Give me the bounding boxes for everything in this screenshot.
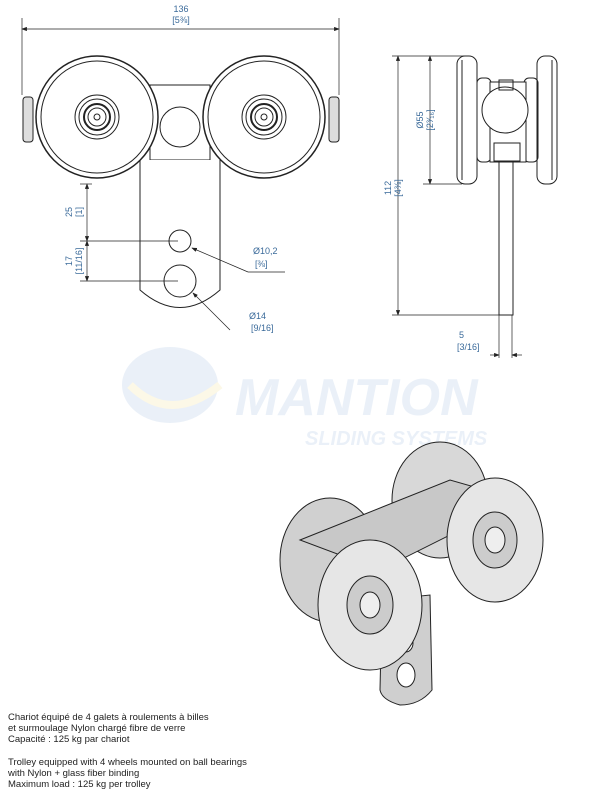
plate-thickness: 5 [459,330,464,340]
dim-17-inch: [11/16] [74,248,84,275]
description-line: Chariot équipé de 4 galets à roulements … [8,712,209,723]
description-line: Trolley equipped with 4 wheels mounted o… [8,757,247,768]
large-hole-diameter: Ø14 [249,311,266,321]
large-hole-diameter-inch: [9/16] [251,323,274,333]
description-line: with Nylon + glass fiber binding [8,768,140,779]
front-view [21,18,340,331]
height-dimension-inch: [4⅜] [393,179,403,197]
width-dimension: 136 [173,4,188,14]
height-dimension: 112 [383,181,393,195]
dim-25: 25 [64,207,74,217]
description-fr: Chariot équipé de 4 galets à roulements … [8,712,209,745]
wheel-diameter-inch: [2³⁄₁₆] [425,109,435,130]
plate-thickness-inch: [3/16] [457,342,480,352]
small-hole-diameter-inch: [⅜] [255,259,268,269]
watermark-logo: MANTION SLIDING SYSTEMS [122,347,488,450]
dim-17: 17 [64,256,74,266]
trolley-3d-view [279,441,544,706]
dim-25-inch: [1] [74,207,84,217]
side-view [392,55,558,358]
left-wheel [35,55,159,179]
description-line: Capacité : 125 kg par chariot [8,734,130,745]
watermark-tagline: SLIDING SYSTEMS [305,428,488,450]
right-wheel [202,55,326,179]
wheel-diameter: Ø55 [415,111,425,128]
watermark-brand: MANTION [235,369,479,427]
description-line: et surmoulage Nylon chargé fibre de verr… [8,723,186,734]
width-dimension-inch: [5⅜] [172,15,190,25]
description-line: Maximum load : 125 kg per trolley [8,779,151,790]
description-en: Trolley equipped with 4 wheels mounted o… [8,757,247,790]
small-hole-diameter: Ø10,2 [253,246,278,256]
